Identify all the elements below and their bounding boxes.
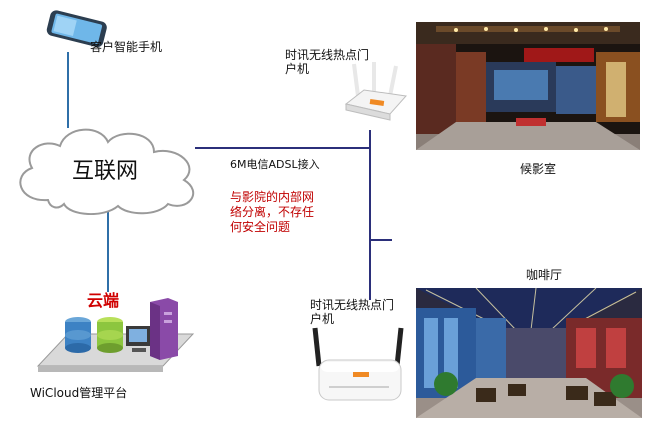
router-bottom-icon (312, 327, 404, 401)
router-top-icon (344, 62, 407, 121)
waiting-room-label: 候影室 (520, 162, 557, 176)
isolation-note-line: 与影院的内部网 (230, 190, 315, 204)
router-top-label-line2: 户机 (285, 62, 310, 76)
isolation-note: 与影院的内部网 络分离，不存任 何安全问题 (230, 190, 314, 235)
isolation-note-line: 络分离，不存任 (230, 205, 315, 219)
cloud-platform-title: 云端 (87, 291, 120, 310)
internet-label: 互联网 (72, 159, 139, 184)
waiting-room-photo (416, 22, 640, 150)
cafe-label: 咖啡厅 (526, 268, 563, 282)
phone-label: 客户智能手机 (90, 40, 163, 54)
adsl-line (195, 130, 371, 149)
cloud-platform-label: WiCloud管理平台 (30, 386, 128, 400)
cafe-photo (416, 288, 642, 418)
router-bottom-label-line1: 时讯无线热点门 (310, 298, 395, 312)
smartphone-icon (46, 10, 107, 48)
router-bottom-label-line2: 户机 (310, 312, 335, 326)
internet-cloud-icon (19, 128, 195, 215)
router-top-label-line1: 时讯无线热点门 (285, 48, 370, 62)
server-platform-icon (36, 298, 195, 372)
adsl-label: 6M电信ADSL接入 (230, 158, 320, 171)
isolation-note-line: 何安全问题 (230, 220, 291, 234)
